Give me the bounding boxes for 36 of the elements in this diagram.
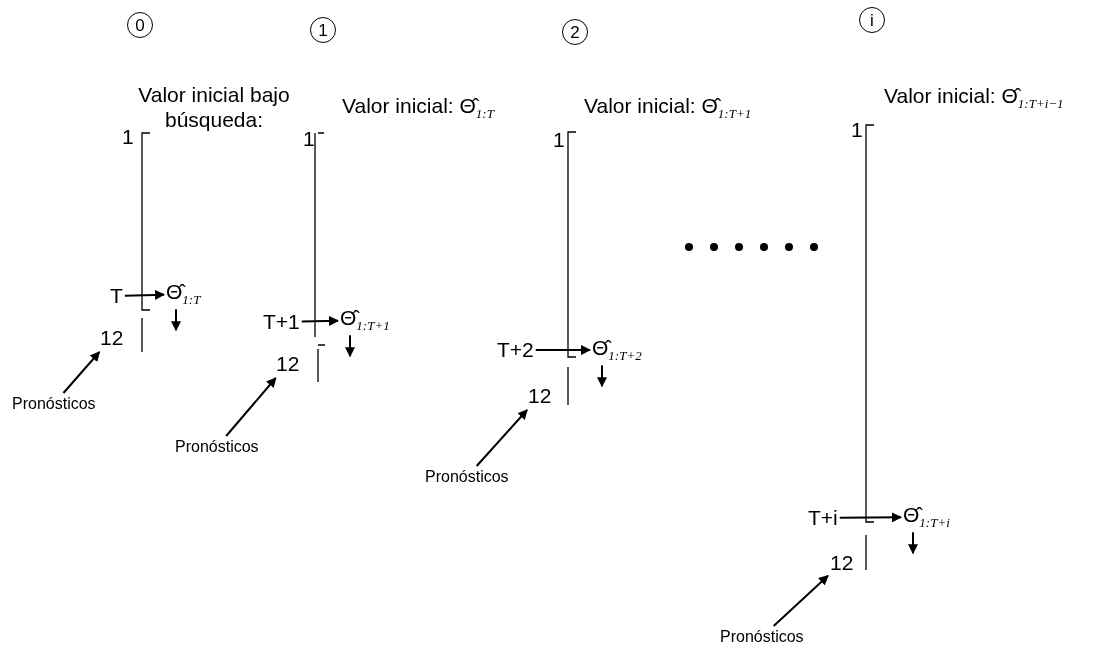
arrow bbox=[534, 345, 591, 356]
axis-label: 12 bbox=[100, 326, 124, 350]
arrow bbox=[300, 315, 339, 326]
arrow bbox=[345, 334, 355, 358]
arrow bbox=[225, 377, 277, 437]
estimate-label: Θ̂$_{1:T+2}$ bbox=[592, 336, 642, 365]
forecast-label: Pronósticos bbox=[12, 395, 96, 413]
arrow bbox=[62, 351, 101, 394]
axis-label: 1 bbox=[303, 127, 315, 151]
estimate-label: Θ̂$_{1:T+i}$ bbox=[903, 503, 950, 532]
axis-label: 1 bbox=[553, 128, 565, 152]
heading-text: Valor inicial bajo búsqueda: bbox=[137, 82, 291, 132]
estimate-label: Θ̂$_{1:T}$ bbox=[166, 280, 201, 309]
forecast-label: Pronósticos bbox=[425, 468, 509, 486]
axis-label: 12 bbox=[528, 384, 552, 408]
time-label: T bbox=[110, 284, 123, 308]
arrow bbox=[838, 512, 902, 523]
time-label: T+2 bbox=[497, 338, 534, 362]
axis-label: 12 bbox=[276, 352, 300, 376]
arrow bbox=[597, 364, 607, 388]
heading-text: Valor inicial: Θ̂$_{1:T}$ bbox=[342, 94, 494, 123]
estimate-label: Θ̂$_{1:T+1}$ bbox=[340, 306, 390, 335]
arrow bbox=[772, 574, 829, 627]
heading-text: Valor inicial: Θ̂$_{1:T+1}$ bbox=[584, 94, 752, 123]
forecast-label: Pronósticos bbox=[720, 628, 804, 646]
axis-label: 12 bbox=[830, 551, 854, 575]
time-label: T+i bbox=[808, 506, 838, 530]
forecast-label: Pronósticos bbox=[175, 438, 259, 456]
axis-label: 1 bbox=[122, 125, 134, 149]
arrow bbox=[123, 289, 165, 300]
arrow bbox=[171, 308, 181, 332]
arrow bbox=[908, 531, 918, 555]
heading-text: Valor inicial: Θ̂$_{1:T+i−1}$ bbox=[884, 84, 1064, 113]
axis-label: 1 bbox=[851, 118, 863, 142]
time-label: T+1 bbox=[263, 310, 300, 334]
arrow bbox=[475, 409, 529, 467]
